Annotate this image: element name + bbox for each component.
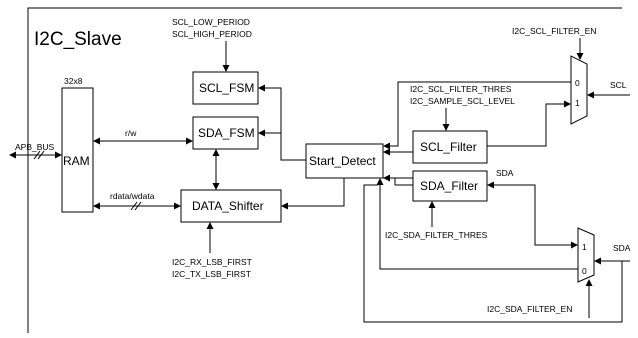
- rw-label: r/w: [125, 128, 137, 138]
- start-to-sda-fsm-arrow: [258, 129, 265, 137]
- sda-filter-to-mux-arrow: [571, 241, 578, 249]
- sda-internal-label: SDA: [496, 168, 514, 178]
- module-boundary: [27, 7, 622, 333]
- scl-high-period-label: SCL_HIGH_PERIOD: [172, 29, 252, 39]
- rdata-wdata-arrow-right: [174, 202, 181, 210]
- scl-fsm-label: SCL_FSM: [199, 81, 254, 95]
- rdata-wdata-arrow-left: [93, 202, 100, 210]
- sda-mux-to-start-wire: [379, 183, 578, 270]
- fsm-shifter-arrow-down: [212, 183, 220, 190]
- scl-filter-en-label: I2C_SCL_FILTER_EN: [512, 26, 596, 36]
- sda-mux-in1-label: 1: [582, 242, 587, 252]
- sda-filter-to-start-arrow-left: [383, 174, 390, 182]
- scl-pin-label: SCL: [610, 80, 627, 90]
- sda-mux-to-start-arrow: [376, 178, 384, 185]
- apb-bus-slash-1: [33, 150, 41, 160]
- sda-mux: [577, 227, 595, 283]
- scl-filter-thres-arrow: [442, 124, 450, 131]
- start-to-shifter-wire: [286, 178, 345, 207]
- scl-mux-to-start-arrow: [383, 142, 390, 150]
- scl-filter-label: SCL_Filter: [420, 140, 477, 154]
- sda-filter-en-arrow: [585, 279, 593, 286]
- sda-mux-in0-label: 0: [582, 266, 587, 276]
- rx-lsb-first-label: I2C_RX_LSB_FIRST: [172, 257, 252, 267]
- sda-filter-thres-arrow: [428, 201, 436, 208]
- start-to-shifter-arrow: [281, 202, 288, 210]
- scl-filter-block: [412, 130, 488, 164]
- rw-arrow-right: [186, 137, 193, 145]
- apb-bus-label: APB_BUS: [15, 142, 55, 152]
- rw-arrow-left: [93, 137, 100, 145]
- scl-pin-arrow: [587, 91, 594, 99]
- apb-bus-slash-2: [37, 150, 45, 160]
- lsb-first-arrow: [206, 222, 214, 229]
- sda-filter-thres-label: I2C_SDA_FILTER_THRES: [385, 230, 488, 240]
- sample-scl-level-label: I2C_SAMPLE_SCL_LEVEL: [410, 96, 515, 106]
- sda-filter-en-label: I2C_SDA_FILTER_EN: [487, 304, 572, 314]
- scl-period-arrow: [222, 65, 230, 72]
- fsm-shifter-arrow-up: [212, 149, 220, 156]
- rdata-wdata-slash-2: [134, 201, 142, 211]
- ram-size-label: 32x8: [64, 76, 83, 86]
- start-to-scl-fsm-arrow: [258, 84, 265, 92]
- apb-bus-arrow-right: [55, 151, 62, 159]
- data-shifter-label: DATA_Shifter: [192, 199, 264, 213]
- ram-label: RAM: [63, 154, 90, 168]
- sda-filter-input-arrow: [487, 181, 494, 189]
- sda-filter-block: [412, 170, 488, 202]
- scl-mux-in1-label: 1: [575, 98, 580, 108]
- rdata-wdata-slash-1: [130, 201, 138, 211]
- scl-filter-to-mux-wire: [487, 103, 566, 147]
- scl-mux-to-start-wire: [388, 81, 571, 147]
- start-detect-label: Start_Detect: [309, 154, 376, 168]
- apb-bus-arrow-left: [9, 151, 16, 159]
- start-detect-block: [305, 143, 384, 179]
- module-title: I2C_Slave: [34, 29, 122, 50]
- ram-block: [61, 87, 94, 213]
- scl-filter-thres-label: I2C_SCL_FILTER_THRES: [410, 84, 512, 94]
- tx-lsb-first-label: I2C_TX_LSB_FIRST: [172, 269, 251, 279]
- scl-fsm-block: [192, 71, 259, 105]
- scl-filter-to-mux-arrow: [564, 100, 571, 108]
- scl-mux: [570, 55, 588, 125]
- scl-low-period-label: SCL_LOW_PERIOD: [172, 17, 250, 27]
- sda-fsm-block: [192, 116, 259, 150]
- sda-raw-to-filter-wire: [363, 184, 623, 323]
- sda-pin-arrow: [594, 257, 601, 265]
- rdata-wdata-label: rdata/wdata: [110, 191, 155, 201]
- sda-fsm-label: SDA_FSM: [198, 126, 255, 140]
- scl-mux-in0-label: 0: [575, 78, 580, 88]
- scl-filter-en-arrow: [576, 53, 584, 60]
- scl-filter-to-start-arrow: [383, 148, 390, 156]
- sda-filter-to-mux-wire: [492, 184, 573, 246]
- sda-filter-label: SDA_Filter: [420, 179, 478, 193]
- sda-pin-label: SDA: [613, 243, 631, 253]
- start-to-fsm-trunk: [263, 87, 306, 161]
